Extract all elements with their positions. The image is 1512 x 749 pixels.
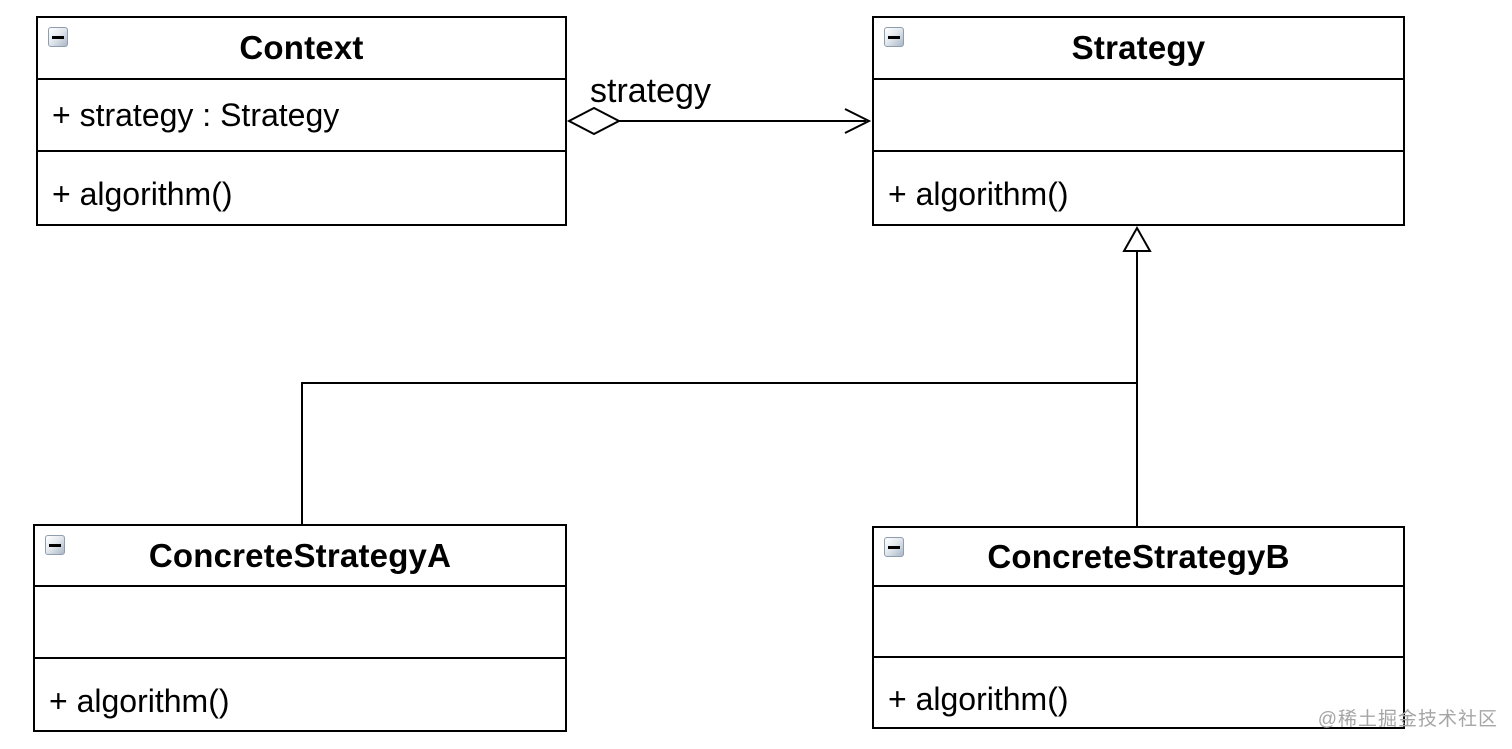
class-box-concrete-strategy-a[interactable]: ConcreteStrategyA + algorithm() bbox=[33, 524, 567, 732]
class-box-strategy[interactable]: Strategy + algorithm() bbox=[872, 16, 1405, 226]
attributes-compartment bbox=[35, 585, 565, 657]
hollow-triangle-icon bbox=[1122, 225, 1152, 252]
minus-glyph bbox=[888, 35, 900, 39]
aggregation-diamond-icon bbox=[566, 106, 622, 136]
class-header: ConcreteStrategyB bbox=[874, 528, 1403, 585]
collapse-minus-icon[interactable] bbox=[884, 537, 904, 557]
class-header: ConcreteStrategyA bbox=[35, 526, 565, 585]
methods-compartment: + algorithm() bbox=[38, 150, 565, 224]
class-name: ConcreteStrategyA bbox=[148, 536, 452, 574]
attributes-compartment: + strategy : Strategy bbox=[38, 78, 565, 150]
class-box-context[interactable]: Context + strategy : Strategy + algorith… bbox=[36, 16, 567, 226]
class-name: Context bbox=[239, 29, 364, 66]
watermark: @稀土掘金技术社区 bbox=[1317, 709, 1498, 730]
generalization-line-a[interactable] bbox=[301, 382, 1137, 524]
attribute-item: + strategy : Strategy bbox=[52, 96, 340, 133]
open-arrowhead-icon bbox=[844, 108, 872, 134]
minus-glyph bbox=[52, 35, 64, 39]
class-box-concrete-strategy-b[interactable]: ConcreteStrategyB + algorithm() bbox=[872, 526, 1405, 729]
attributes-compartment bbox=[874, 78, 1403, 150]
collapse-minus-icon[interactable] bbox=[884, 27, 904, 47]
collapse-minus-icon[interactable] bbox=[48, 27, 68, 47]
aggregation-label: strategy bbox=[590, 72, 711, 110]
methods-compartment: + algorithm() bbox=[35, 657, 565, 730]
class-header: Strategy bbox=[874, 18, 1403, 78]
method-item: + algorithm() bbox=[52, 176, 233, 212]
collapse-minus-icon[interactable] bbox=[45, 535, 65, 555]
minus-glyph bbox=[49, 543, 61, 547]
class-header: Context bbox=[38, 18, 565, 78]
method-item: + algorithm() bbox=[888, 176, 1069, 212]
class-name: Strategy bbox=[1071, 29, 1206, 66]
minus-glyph bbox=[888, 545, 900, 549]
attributes-compartment bbox=[874, 585, 1403, 656]
methods-compartment: + algorithm() bbox=[874, 150, 1403, 224]
method-item: + algorithm() bbox=[888, 680, 1069, 717]
method-item: + algorithm() bbox=[49, 682, 230, 719]
methods-compartment: + algorithm() bbox=[874, 656, 1403, 727]
class-name: ConcreteStrategyB bbox=[987, 537, 1290, 575]
